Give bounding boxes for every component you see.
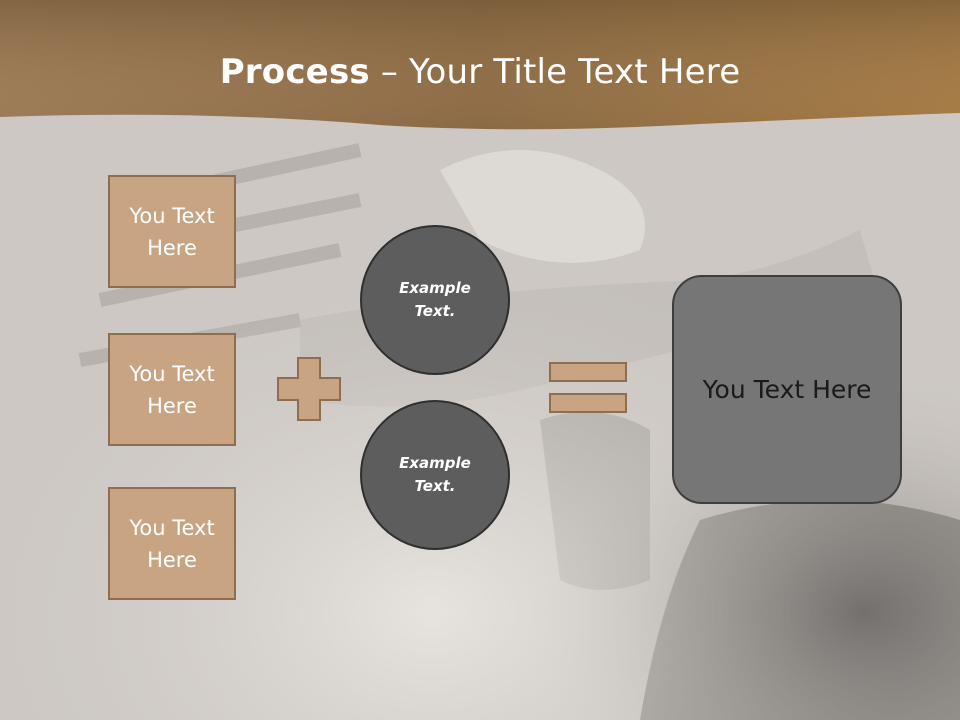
title-rest: – Your Title Text Here <box>369 52 741 92</box>
input-box-3: You Text Here <box>108 487 236 600</box>
input-box-2: You Text Here <box>108 333 236 446</box>
operand-label: Example Text. <box>399 454 471 495</box>
equals-bar-top <box>549 362 627 382</box>
result-label: You Text Here <box>702 375 872 404</box>
input-box-label: You Text Here <box>129 203 215 260</box>
title-bold: Process <box>219 52 370 92</box>
input-box-1: You Text Here <box>108 175 236 288</box>
equals-bar-bottom <box>549 393 627 413</box>
slide-title: Process – Your Title Text Here <box>0 52 960 92</box>
operand-label: Example Text. <box>399 279 471 320</box>
result-box: You Text Here <box>672 275 902 504</box>
operand-circle-2: Example Text. <box>360 400 510 550</box>
input-box-label: You Text Here <box>129 361 215 418</box>
input-box-label: You Text Here <box>129 515 215 572</box>
plus-icon <box>277 357 341 421</box>
operand-circle-1: Example Text. <box>360 225 510 375</box>
